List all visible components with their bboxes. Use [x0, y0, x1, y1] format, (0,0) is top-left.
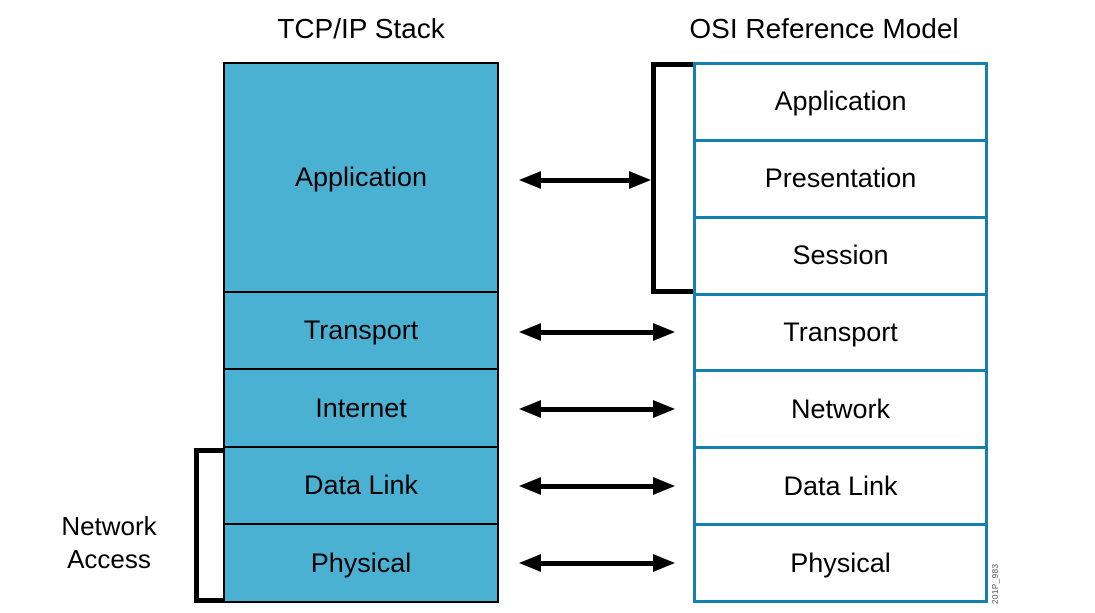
bidirectional-arrow-transport [519, 323, 675, 341]
osi-stack: Application Presentation Session Transpo… [693, 62, 988, 603]
watermark-text: 201P_983 [991, 563, 1000, 604]
tcpip-layer-label: Transport [303, 315, 419, 345]
tcpip-layer-data-link: Data Link [225, 445, 497, 524]
osi-layer-network: Network [696, 369, 985, 447]
network-access-bracket [194, 448, 223, 603]
osi-upper-layers-bracket [651, 62, 693, 294]
bidirectional-arrow-data-link [519, 477, 675, 495]
tcpip-layer-transport: Transport [225, 290, 497, 369]
osi-layer-session: Session [696, 215, 985, 293]
bidirectional-arrow-internet-network [519, 400, 675, 418]
tcpip-layer-label: Internet [315, 392, 407, 423]
osi-layer-label: Session [792, 240, 889, 271]
bidirectional-arrow-application [519, 171, 651, 189]
network-access-label: Network Access [28, 510, 190, 576]
osi-layer-label: Physical [790, 547, 891, 578]
osi-layer-transport: Transport [696, 292, 985, 370]
osi-model-title: OSI Reference Model [689, 13, 959, 44]
osi-layer-label: Transport [783, 317, 898, 347]
tcpip-layer-physical: Physical [225, 523, 497, 602]
osi-layer-physical: Physical [696, 523, 985, 601]
tcpip-layer-label: Data Link [303, 470, 419, 501]
osi-layer-label: Data Link [783, 470, 898, 501]
tcpip-layer-label: Application [294, 161, 428, 192]
bidirectional-arrow-physical [519, 554, 675, 572]
osi-layer-label: Presentation [764, 163, 917, 194]
osi-layer-presentation: Presentation [696, 138, 985, 216]
osi-layer-label: Application [774, 86, 907, 117]
tcpip-stack-title: TCP/IP Stack [277, 13, 445, 44]
osi-layer-data-link: Data Link [696, 446, 985, 524]
tcpip-layer-application: Application [225, 64, 497, 291]
tcpip-stack: Application Transport Internet Data Link… [223, 62, 499, 603]
osi-layer-application: Application [696, 65, 985, 139]
tcpip-layer-label: Physical [310, 547, 412, 578]
network-access-line1: Network [61, 511, 157, 541]
network-access-line2: Access [67, 544, 151, 574]
osi-layer-label: Network [790, 393, 891, 424]
tcpip-layer-internet: Internet [225, 368, 497, 446]
